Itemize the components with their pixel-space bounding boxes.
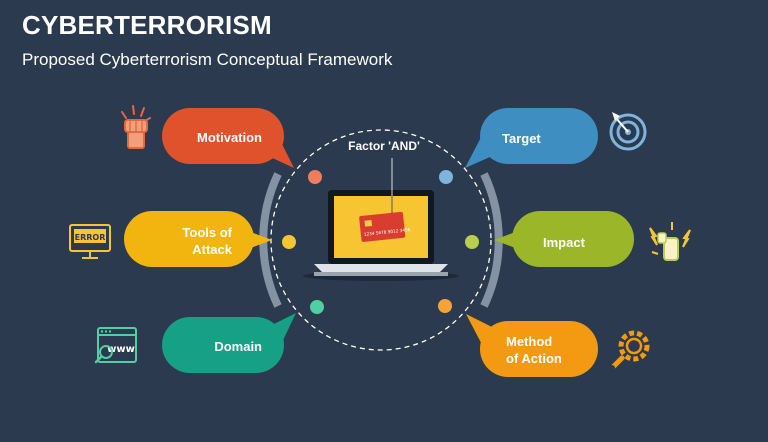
dot-method — [438, 299, 452, 313]
www-text: www — [107, 344, 135, 355]
bubble-method — [466, 314, 598, 377]
bubble-target — [465, 108, 598, 168]
bubble-tools — [124, 211, 272, 267]
dot-domain — [310, 300, 324, 314]
dot-impact — [465, 235, 479, 249]
card-number: 1234 5678 9012 3456 — [364, 227, 411, 237]
method-label-line2: of Action — [506, 351, 562, 366]
dot-tools — [282, 235, 296, 249]
target-label: Target — [502, 131, 541, 146]
tools-label-line2: Attack — [192, 242, 232, 257]
error-text: ERROR — [75, 233, 106, 242]
tools-label: Tools of Attack — [140, 224, 232, 258]
tools-label-line1: Tools of — [182, 225, 232, 240]
bubble-motivation — [162, 108, 294, 168]
gear-wrench-icon — [609, 330, 650, 371]
raised-fist-icon — [121, 105, 151, 149]
method-label-line1: Method — [506, 334, 553, 349]
dot-motivation — [308, 170, 322, 184]
bubble-domain — [162, 313, 296, 373]
domain-label: Domain — [214, 339, 262, 354]
www-browser-icon: www — [94, 327, 137, 364]
dot-target — [439, 170, 453, 184]
target-icon — [609, 112, 647, 151]
laptop-icon: 1234 5678 9012 3456 — [303, 158, 459, 281]
error-monitor-icon: ERROR — [69, 224, 111, 259]
method-label: Method of Action — [506, 333, 562, 367]
bubble-impact — [494, 211, 634, 267]
impact-hand-icon — [649, 222, 691, 261]
page-title: CYBERTERRORISM — [22, 10, 272, 40]
impact-label: Impact — [543, 235, 585, 250]
page-subtitle: Proposed Cyberterrorism Conceptual Frame… — [22, 50, 393, 69]
center-factor-label: Factor 'AND' — [348, 139, 420, 153]
motivation-label: Motivation — [197, 130, 262, 145]
